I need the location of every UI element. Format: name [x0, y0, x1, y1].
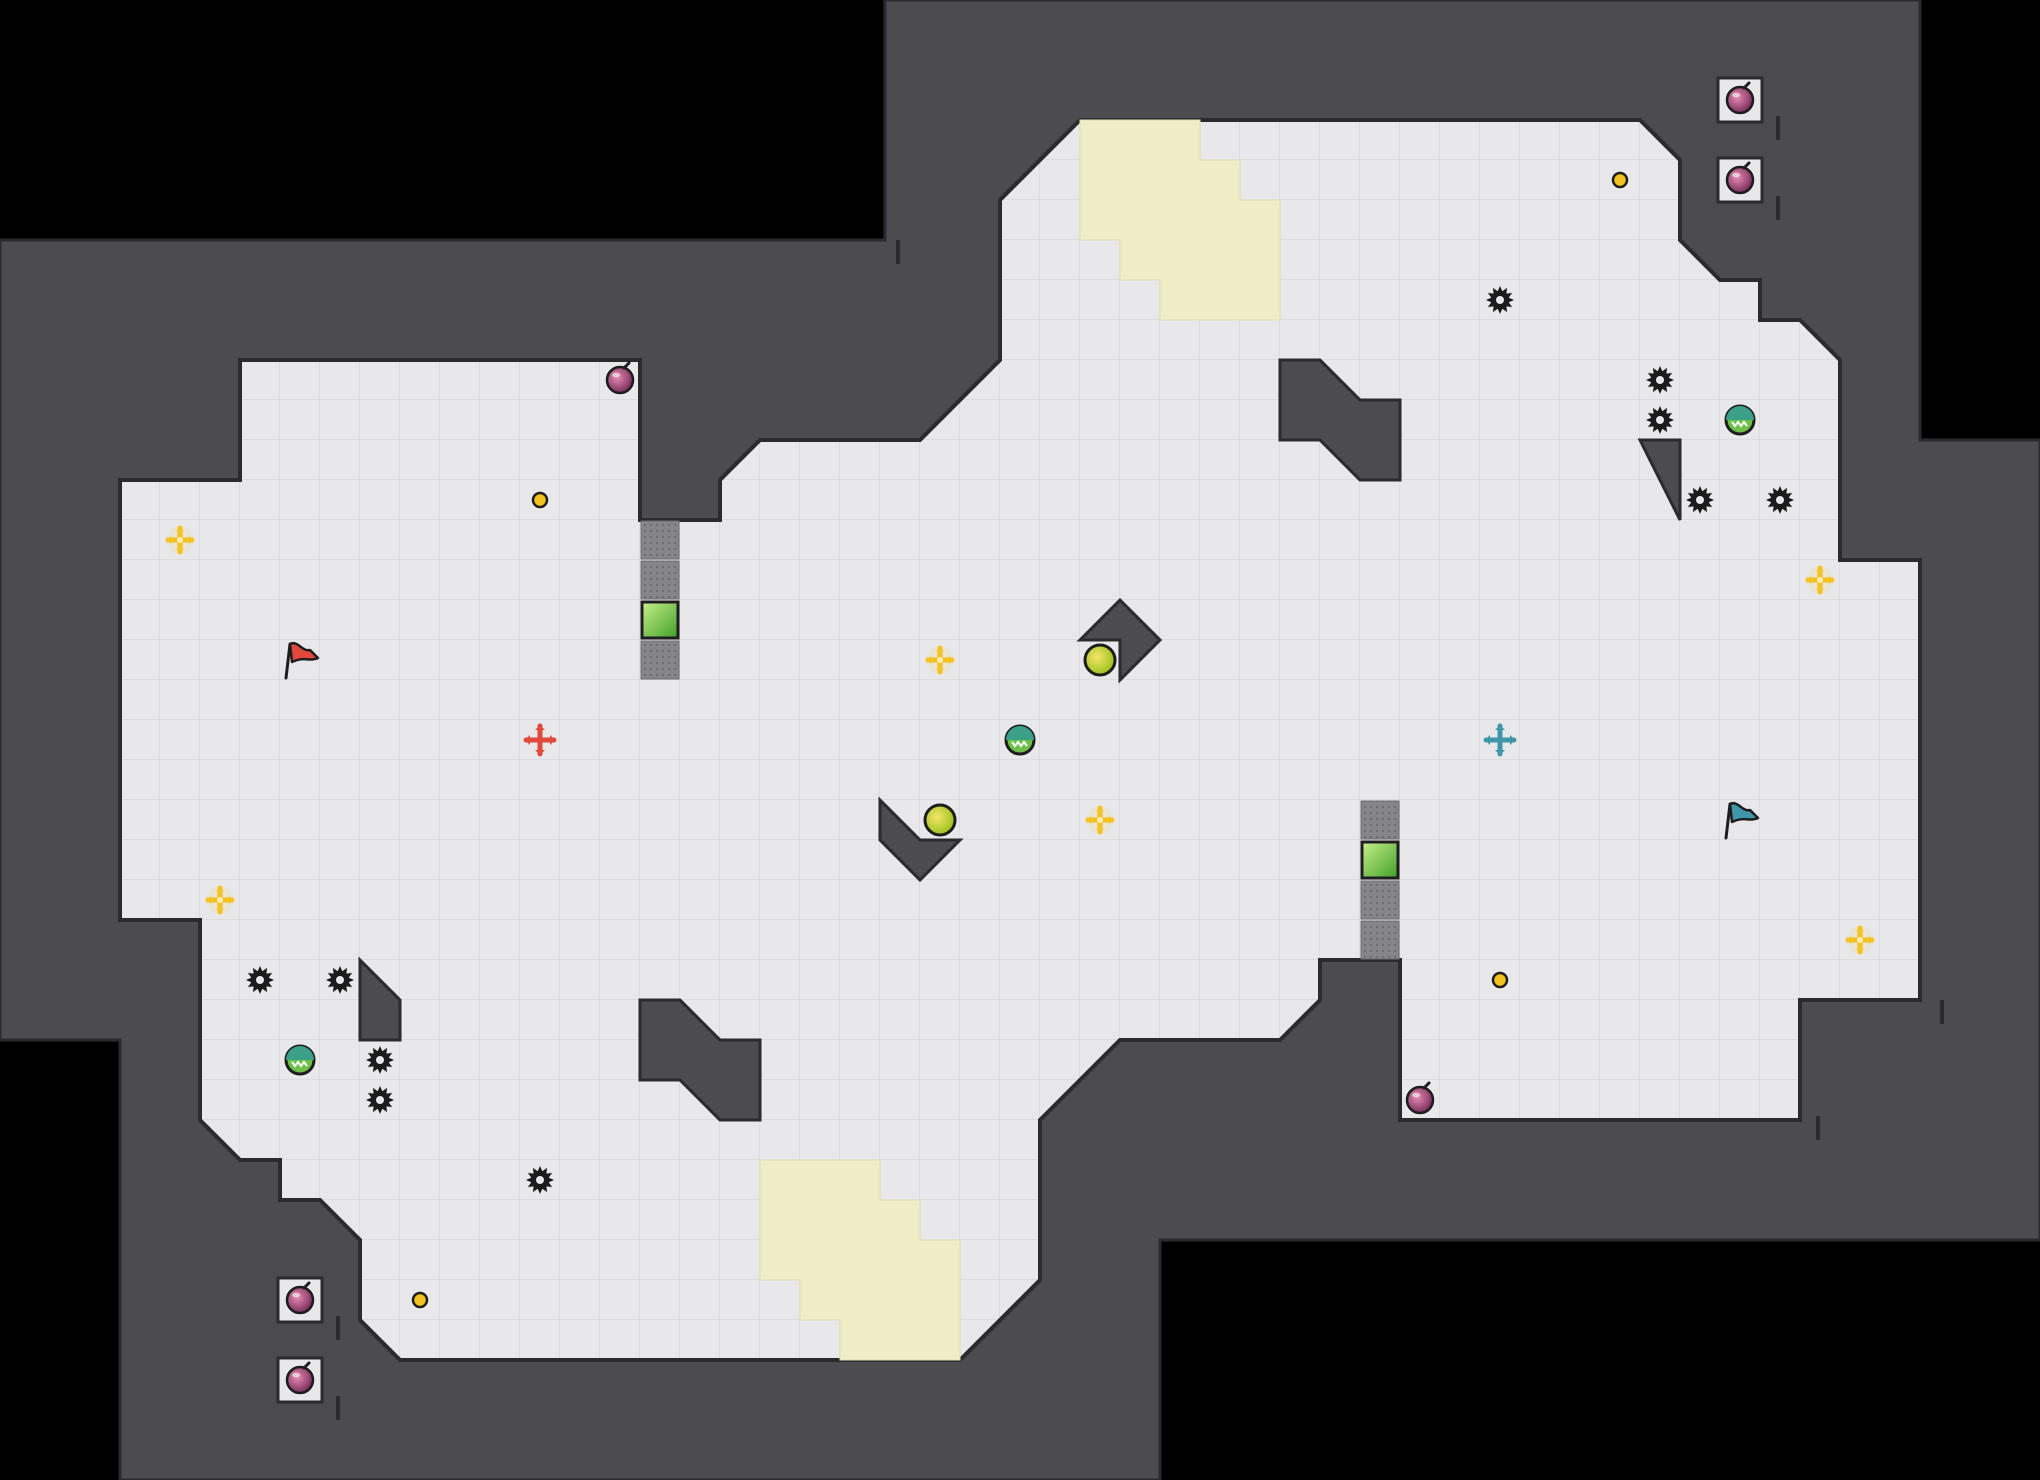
spike-icon	[366, 1086, 394, 1114]
boost-icon	[205, 885, 235, 915]
grate-tile	[640, 520, 680, 560]
wall-obstacle	[878, 796, 964, 883]
bomb-pad	[276, 1356, 340, 1420]
sand-patch-top	[1079, 119, 1281, 321]
wall-tick	[336, 1396, 340, 1420]
boost-icon	[1845, 925, 1875, 955]
wall-obstacle	[1076, 597, 1163, 684]
spike-icon	[326, 966, 354, 994]
wall-tick	[1776, 116, 1780, 140]
bomb-pad	[1716, 156, 1780, 220]
spike-icon	[1646, 406, 1674, 434]
crosshair-icon	[523, 723, 557, 757]
bomb-pads	[276, 76, 1944, 1420]
bomb-pad	[1716, 76, 1780, 140]
button-icon[interactable]	[923, 803, 957, 837]
crosshair-icon	[1483, 723, 1517, 757]
wall-obstacle	[1278, 358, 1402, 482]
wall-tick	[336, 1316, 340, 1340]
gate-column-right	[1360, 800, 1400, 960]
interior-walls	[358, 358, 1682, 1122]
spike-icon	[246, 966, 274, 994]
dot-icon[interactable]	[411, 1291, 429, 1309]
grate-tile	[640, 560, 680, 600]
boost-icon	[1085, 805, 1115, 835]
bomb-icon	[1405, 1081, 1435, 1115]
bomb-pad	[276, 1276, 340, 1340]
wall-obstacle	[1637, 438, 1682, 521]
dot-icon[interactable]	[1491, 971, 1509, 989]
wall-obstacle	[638, 998, 762, 1122]
grate-tile	[1360, 800, 1400, 840]
boost-icon	[1805, 565, 1835, 595]
spike-icon	[366, 1046, 394, 1074]
wall-tick	[1940, 1000, 1944, 1024]
wall-obstacle	[358, 956, 402, 1042]
sand-patches	[759, 119, 1281, 1361]
grate-tile	[1360, 880, 1400, 920]
spike-icon	[1486, 286, 1514, 314]
flag-icon[interactable]	[284, 641, 320, 680]
bomb-icon	[1725, 81, 1755, 115]
bomb-icon	[1725, 161, 1755, 195]
gate-columns	[640, 520, 1400, 960]
button-icon[interactable]	[1083, 643, 1117, 677]
powerup-icon[interactable]	[284, 1044, 316, 1076]
sand-patch-bottom	[759, 1159, 961, 1361]
dot-icon[interactable]	[531, 491, 549, 509]
boost-icon	[165, 525, 195, 555]
flag-icon[interactable]	[1724, 801, 1760, 840]
powerup-icon[interactable]	[1724, 404, 1756, 436]
gate-icon[interactable]	[1360, 840, 1400, 880]
grate-tile	[1360, 920, 1400, 960]
gate-icon[interactable]	[640, 600, 680, 640]
entities	[165, 171, 1875, 1309]
gate-column-left	[640, 520, 680, 680]
bomb-icon	[285, 1281, 315, 1315]
grate-tile	[640, 640, 680, 680]
wall-tick	[896, 240, 900, 264]
spike-icon	[526, 1166, 554, 1194]
spike-icon	[1646, 366, 1674, 394]
spike-icon	[1766, 486, 1794, 514]
bomb-icon	[285, 1361, 315, 1395]
boost-icon	[925, 645, 955, 675]
powerup-icon[interactable]	[1004, 724, 1036, 756]
wall-tick	[1816, 1116, 1820, 1140]
dot-icon[interactable]	[1611, 171, 1629, 189]
bomb-icon	[605, 361, 635, 395]
wall-tick	[1776, 196, 1780, 220]
spike-icon	[1686, 486, 1714, 514]
